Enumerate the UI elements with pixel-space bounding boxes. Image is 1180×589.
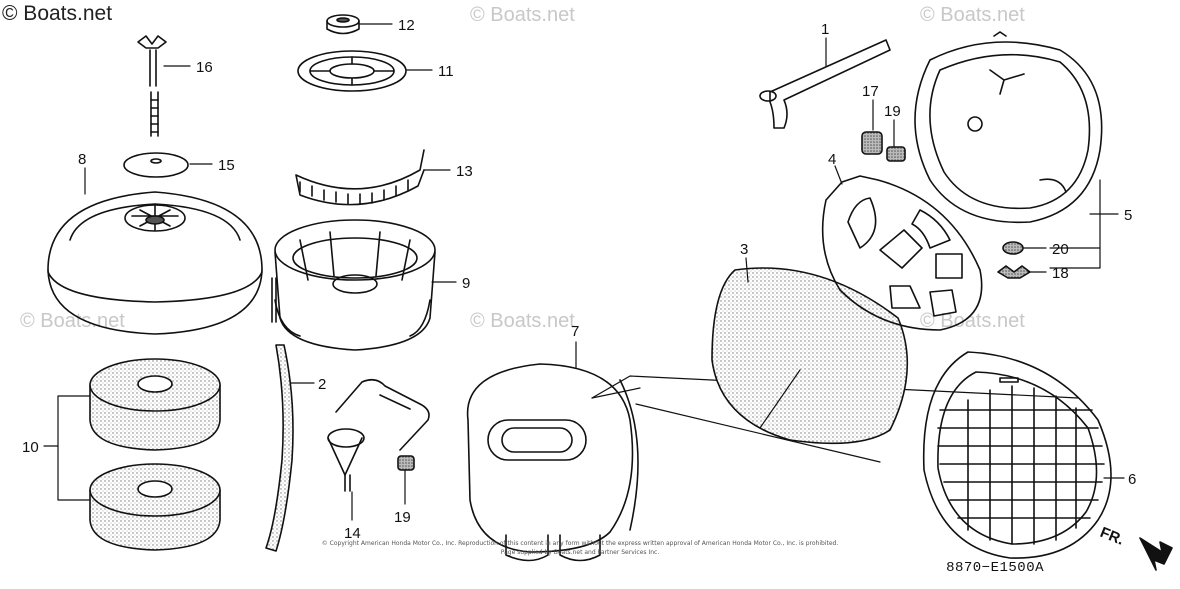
- callout-18: 18: [1052, 265, 1069, 282]
- part-collar: [861, 131, 883, 155]
- callout-15: 15: [218, 157, 235, 174]
- callout-14: 14: [344, 525, 361, 542]
- part-pipe: [759, 39, 891, 129]
- callout-4: 4: [828, 151, 836, 168]
- watermark-main: © Boats.net: [2, 2, 113, 25]
- callout-3: 3: [740, 241, 748, 258]
- callout-5: 5: [1124, 207, 1132, 224]
- part-back-plate: [914, 31, 1103, 224]
- copyright-line: Page supplied by Boats.net and Partner S…: [500, 549, 660, 556]
- part-foam-element: [711, 267, 909, 445]
- part-seal-strip: [295, 149, 425, 206]
- part-washer: [123, 152, 189, 178]
- watermark: © Boats.net: [920, 310, 1025, 332]
- direction-arrow-icon: [1139, 537, 1173, 571]
- callout-19-lower: 19: [394, 509, 411, 526]
- callout-13: 13: [456, 163, 473, 180]
- callout-16: 16: [196, 59, 213, 76]
- part-air-cleaner-body: [466, 363, 639, 562]
- part-support-plate: [821, 175, 983, 331]
- callout-8: 8: [78, 151, 86, 168]
- part-washer-small: [1002, 241, 1024, 255]
- callout-11: 11: [438, 63, 454, 80]
- callout-20: 20: [1052, 241, 1069, 258]
- callout-6: 6: [1128, 471, 1136, 488]
- part-cover: [47, 191, 263, 335]
- part-grille-cover: [922, 351, 1112, 559]
- callout-19-upper: 19: [884, 103, 901, 120]
- callout-10: 10: [22, 439, 39, 456]
- copyright-line: © Copyright American Honda Motor Co., In…: [321, 540, 839, 547]
- callout-9: 9: [462, 275, 470, 292]
- callout-17: 17: [862, 83, 879, 100]
- diagram-code: 8870−E1500A: [946, 560, 1044, 576]
- part-case: [271, 219, 436, 351]
- part-foam-filter-lower: [89, 463, 221, 551]
- part-breather-tube: [265, 344, 294, 552]
- part-spacer-plate: [297, 50, 407, 92]
- part-foam-filter-upper: [89, 358, 221, 451]
- watermark: © Boats.net: [920, 4, 1025, 26]
- part-nut: [886, 146, 906, 162]
- watermark: © Boats.net: [470, 310, 575, 332]
- watermark: © Boats.net: [470, 4, 575, 26]
- callout-7: 7: [571, 323, 579, 340]
- callout-2: 2: [318, 376, 326, 393]
- callout-1: 1: [821, 21, 829, 38]
- part-grommet: [326, 14, 360, 35]
- part-elbow-joint: [327, 378, 430, 492]
- callout-12: 12: [398, 17, 415, 34]
- part-nut-small: [397, 455, 415, 471]
- part-wing-bolt: [137, 35, 167, 137]
- part-wing-nut: [997, 265, 1031, 279]
